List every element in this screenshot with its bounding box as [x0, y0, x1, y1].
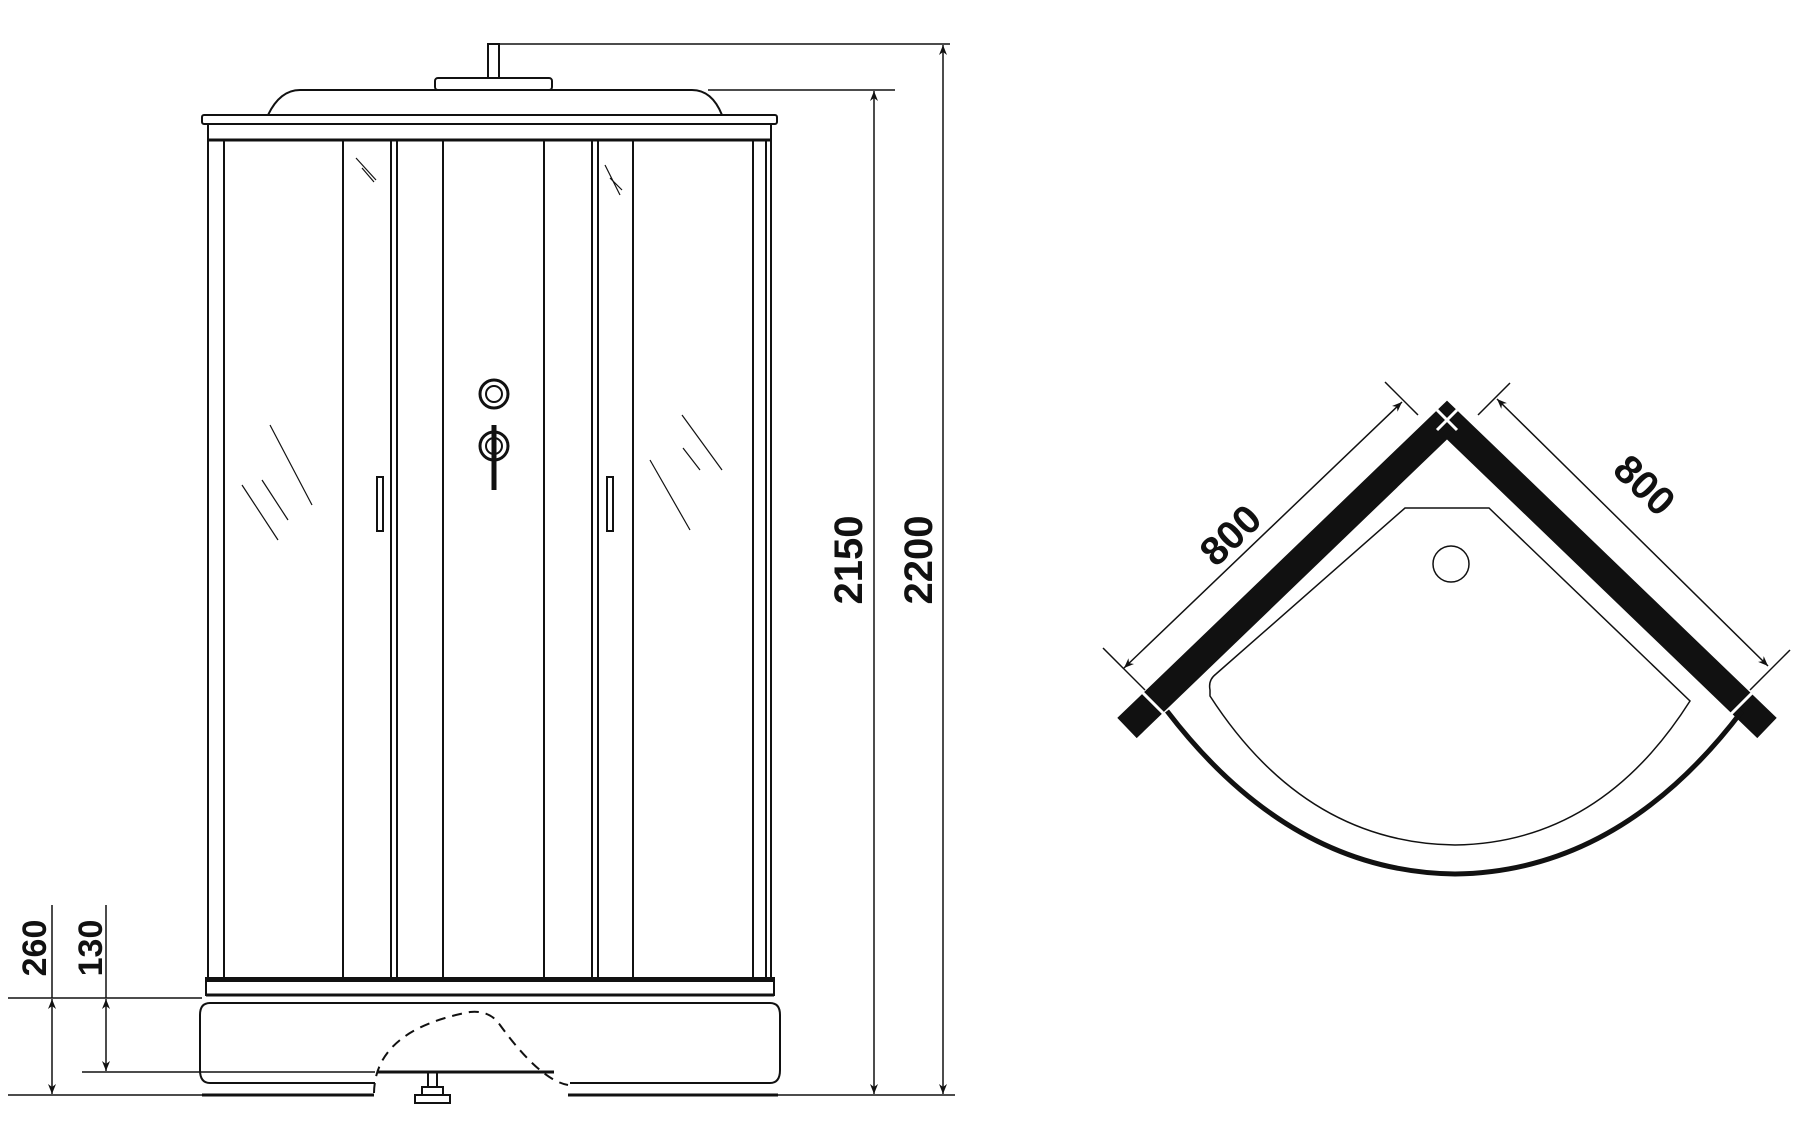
dim-label-800-right: 800: [1605, 447, 1684, 525]
roof-top-box: [434, 77, 553, 91]
roof-dome: [267, 89, 723, 116]
dim-label-130: 130: [72, 920, 110, 977]
adjustable-foot: [427, 1071, 438, 1088]
dim-label-800-left: 800: [1192, 497, 1271, 575]
top-cap: [201, 114, 778, 125]
tray-outline: [1165, 709, 1744, 877]
plan-view: [1102, 381, 1791, 877]
dim-label-2150: 2150: [827, 516, 871, 605]
front-dimensions: [8, 43, 955, 1096]
dim-line-800-left: [1123, 401, 1403, 669]
door-frames: [223, 140, 767, 978]
mixer-controls: [478, 378, 510, 490]
door-handle-left: [376, 476, 384, 532]
shower-pipe: [487, 43, 500, 79]
dim-label-2200: 2200: [897, 516, 941, 605]
dim-line-800-right: [1496, 398, 1769, 667]
tray-base: [199, 1002, 781, 1084]
glass-reflection-marks: [241, 157, 723, 541]
dim-label-260: 260: [16, 920, 54, 977]
tray-siphon-hidden: [373, 1010, 569, 1094]
tray-inner: [1208, 507, 1691, 846]
front-view: [199, 43, 781, 1104]
drain: [1432, 545, 1470, 583]
door-handle-right: [606, 476, 614, 532]
